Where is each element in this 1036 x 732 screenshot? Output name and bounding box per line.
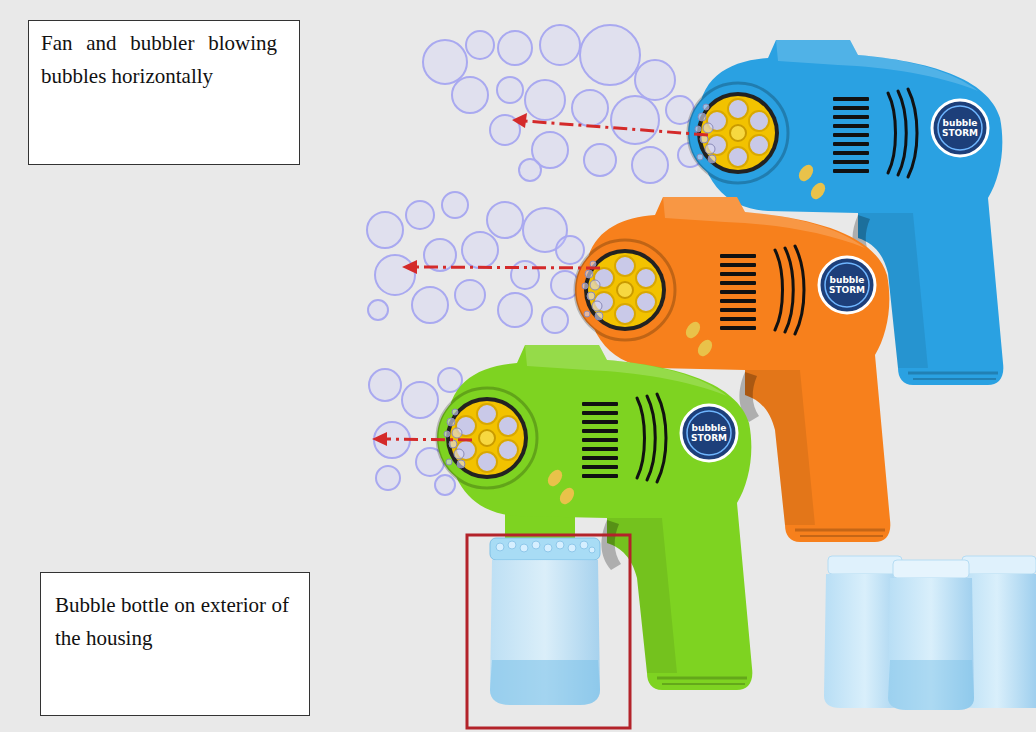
annotation-text: Bubble bottle on exterior of the housing [55, 589, 289, 655]
annotation-box: Fan and bubbler blowing bubbles horizont… [28, 20, 300, 165]
brand-logo-text: bubble STORM [825, 275, 869, 295]
annotation-text: Fan and bubbler blowing bubbles horizont… [41, 27, 277, 93]
brand-logo-text: bubble STORM [687, 423, 731, 443]
brand-logo-text: bubble STORM [938, 118, 982, 138]
annotation-box: Bubble bottle on exterior of the housing [40, 572, 310, 716]
